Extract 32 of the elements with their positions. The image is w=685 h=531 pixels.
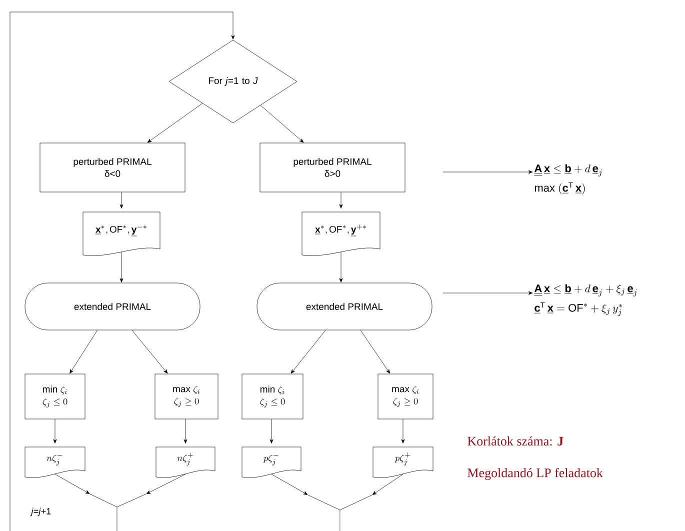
- arrow: [184, 419, 188, 444]
- process-box: perturbed PRIMAL δ>0: [260, 142, 406, 192]
- formula-text: $\underline{\underline{\mathbf{A}}}\,\underline{\mathbf{x}}\leq\underline{\mathbf{b}}+d\,\underline{\mathbf{e}}_j$ $\mathrm{max}\ (\underline{\mathbf{c}}^{\mathrm{T}}\,\underline{\mathbf{x}})$: [534, 164, 602, 194]
- arrow: [401, 419, 405, 444]
- process-box: $\mathrm{max}\ \zeta_i$ $\zeta_j\geq 0$: [378, 374, 434, 420]
- arrow: [260, 105, 304, 143]
- arrow: [146, 474, 186, 494]
- arrow: [53, 419, 57, 444]
- arrow: [271, 474, 308, 495]
- note-text: Korlátok száma: J: [468, 436, 564, 446]
- process-box: $\mathrm{min}\ \zeta_i$ $\zeta_j\leq 0$: [24, 374, 86, 420]
- arrow: [54, 474, 90, 494]
- arrow: [10, 12, 235, 531]
- process-box: $\mathrm{min}\ \zeta_i$ $\zeta_j\leq 0$: [242, 374, 304, 420]
- arrow: [372, 474, 404, 495]
- arrow: [339, 192, 343, 208]
- formula-text: $\underline{\underline{\mathbf{A}}}\,\underline{\mathbf{x}}\leq\underline{\mathbf{b}}+d\,\underline{\mathbf{e}}_j+\xi_j\,\underline{\mathbf{e}}_j$ $\underline{\mathbf{c}}^{\mathrm{T}}\,\underline{\mathbf{x}}=\mathrm{OF}^{*}+\xi_j\,y_j^{*}$: [534, 284, 637, 316]
- arrow: [132, 330, 168, 374]
- arrow: [120, 252, 124, 282]
- arrow: [120, 192, 124, 208]
- arrow: [442, 291, 533, 295]
- note-text: Megoldandó LP feladatok: [468, 468, 603, 480]
- counter-label: j=j+1: [30, 508, 51, 516]
- arrow: [360, 330, 390, 374]
- arrow: [147, 103, 203, 143]
- arrow: [270, 419, 274, 444]
- arrow: [70, 330, 98, 374]
- arrow: [442, 170, 533, 174]
- arrow: [339, 252, 343, 282]
- arrow: [290, 330, 326, 374]
- process-box: perturbed PRIMAL δ<0: [40, 142, 186, 192]
- process-box: $\mathrm{max}\ \zeta_i$ $\zeta_j\geq 0$: [154, 374, 218, 420]
